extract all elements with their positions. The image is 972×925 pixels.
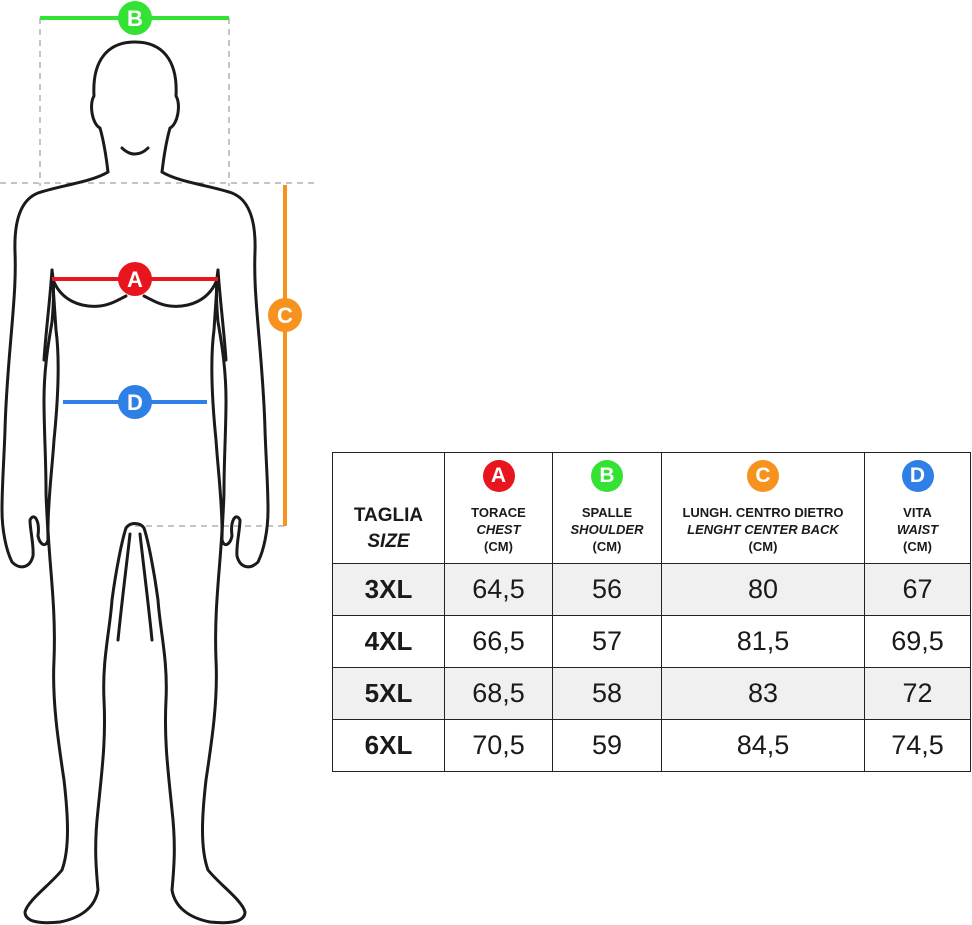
chest-column-header: A TORACE CHEST (CM) <box>444 452 553 564</box>
table-row: 6XL 70,5 59 84,5 74,5 <box>332 719 971 772</box>
marker-a-label: A <box>127 267 143 292</box>
chest-value: 66,5 <box>444 615 553 668</box>
badge-a: A <box>482 460 515 492</box>
shoulder-value: 57 <box>552 615 662 668</box>
shoulder-header-it: SPALLE <box>581 505 633 520</box>
waist-header-en: WAIST <box>896 522 939 537</box>
marker-a-circle <box>118 262 152 296</box>
back-length-header-it: LUNGH. CENTRO DIETRO <box>682 505 844 520</box>
back-length-value: 80 <box>661 563 865 616</box>
size-cell: 4XL <box>332 615 445 668</box>
badge-d: D <box>901 460 934 492</box>
back-length-header-unit: (CM) <box>748 539 778 554</box>
chest-header-en: CHEST <box>476 522 521 537</box>
guide-lines <box>0 18 318 527</box>
chin-line <box>120 146 150 156</box>
marker-d-label: D <box>127 390 143 415</box>
waist-value: 74,5 <box>864 719 971 772</box>
body-outline <box>0 170 270 925</box>
back-length-header-en: LENGHT CENTER BACK <box>687 522 839 537</box>
chest-value: 70,5 <box>444 719 553 772</box>
table-header-row: TAGLIA SIZE A TORACE CHEST (CM) B SPALLE… <box>332 452 971 564</box>
shoulder-value: 58 <box>552 667 662 720</box>
table-row: 3XL 64,5 56 80 67 <box>332 563 971 616</box>
measure-back-length: C <box>268 185 302 526</box>
head-outline <box>90 40 180 174</box>
marker-c-circle <box>268 298 302 332</box>
body-silhouette <box>0 40 270 925</box>
measure-waist: D <box>63 385 207 419</box>
back-length-value: 83 <box>661 667 865 720</box>
shoulder-value: 56 <box>552 563 662 616</box>
waist-header-it: VITA <box>903 505 932 520</box>
size-header-en: SIZE <box>367 531 410 552</box>
marker-d-circle <box>118 385 152 419</box>
chest-header-unit: (CM) <box>484 539 513 554</box>
shoulder-value: 59 <box>552 719 662 772</box>
back-length-column-header: C LUNGH. CENTRO DIETRO LENGHT CENTER BAC… <box>661 452 865 564</box>
marker-b-label: B <box>127 6 143 31</box>
back-length-value: 81,5 <box>661 615 865 668</box>
waist-column-header: D VITA WAIST (CM) <box>864 452 971 564</box>
left-inner-arm <box>42 268 54 362</box>
marker-b-circle <box>118 1 152 35</box>
size-chart-table: TAGLIA SIZE A TORACE CHEST (CM) B SPALLE… <box>332 452 971 772</box>
size-column-header: TAGLIA SIZE <box>332 452 445 564</box>
inner-leg-left <box>116 532 132 642</box>
chest-header-it: TORACE <box>471 505 526 520</box>
table-row: 5XL 68,5 58 83 72 <box>332 667 971 720</box>
left-pec-line <box>52 280 128 308</box>
table-row: 4XL 66,5 57 81,5 69,5 <box>332 615 971 668</box>
size-cell: 6XL <box>332 719 445 772</box>
inner-leg-right <box>138 532 154 642</box>
chest-value: 68,5 <box>444 667 553 720</box>
waist-header-unit: (CM) <box>903 539 932 554</box>
size-header-it: TAGLIA <box>353 505 424 526</box>
back-length-value: 84,5 <box>661 719 865 772</box>
waist-value: 72 <box>864 667 971 720</box>
size-cell: 3XL <box>332 563 445 616</box>
badge-b: B <box>591 460 623 492</box>
waist-value: 69,5 <box>864 615 971 668</box>
marker-c-label: C <box>277 303 293 328</box>
measure-chest: A <box>52 262 218 296</box>
chest-value: 64,5 <box>444 563 553 616</box>
right-pec-line <box>142 280 218 308</box>
shoulder-header-en: SHOULDER <box>570 522 644 537</box>
shoulder-header-unit: (CM) <box>592 539 622 554</box>
right-inner-arm <box>216 268 228 362</box>
size-cell: 5XL <box>332 667 445 720</box>
waist-value: 67 <box>864 563 971 616</box>
shoulder-column-header: B SPALLE SHOULDER (CM) <box>552 452 662 564</box>
badge-c: C <box>747 460 779 492</box>
measure-shoulder: B <box>40 1 229 35</box>
